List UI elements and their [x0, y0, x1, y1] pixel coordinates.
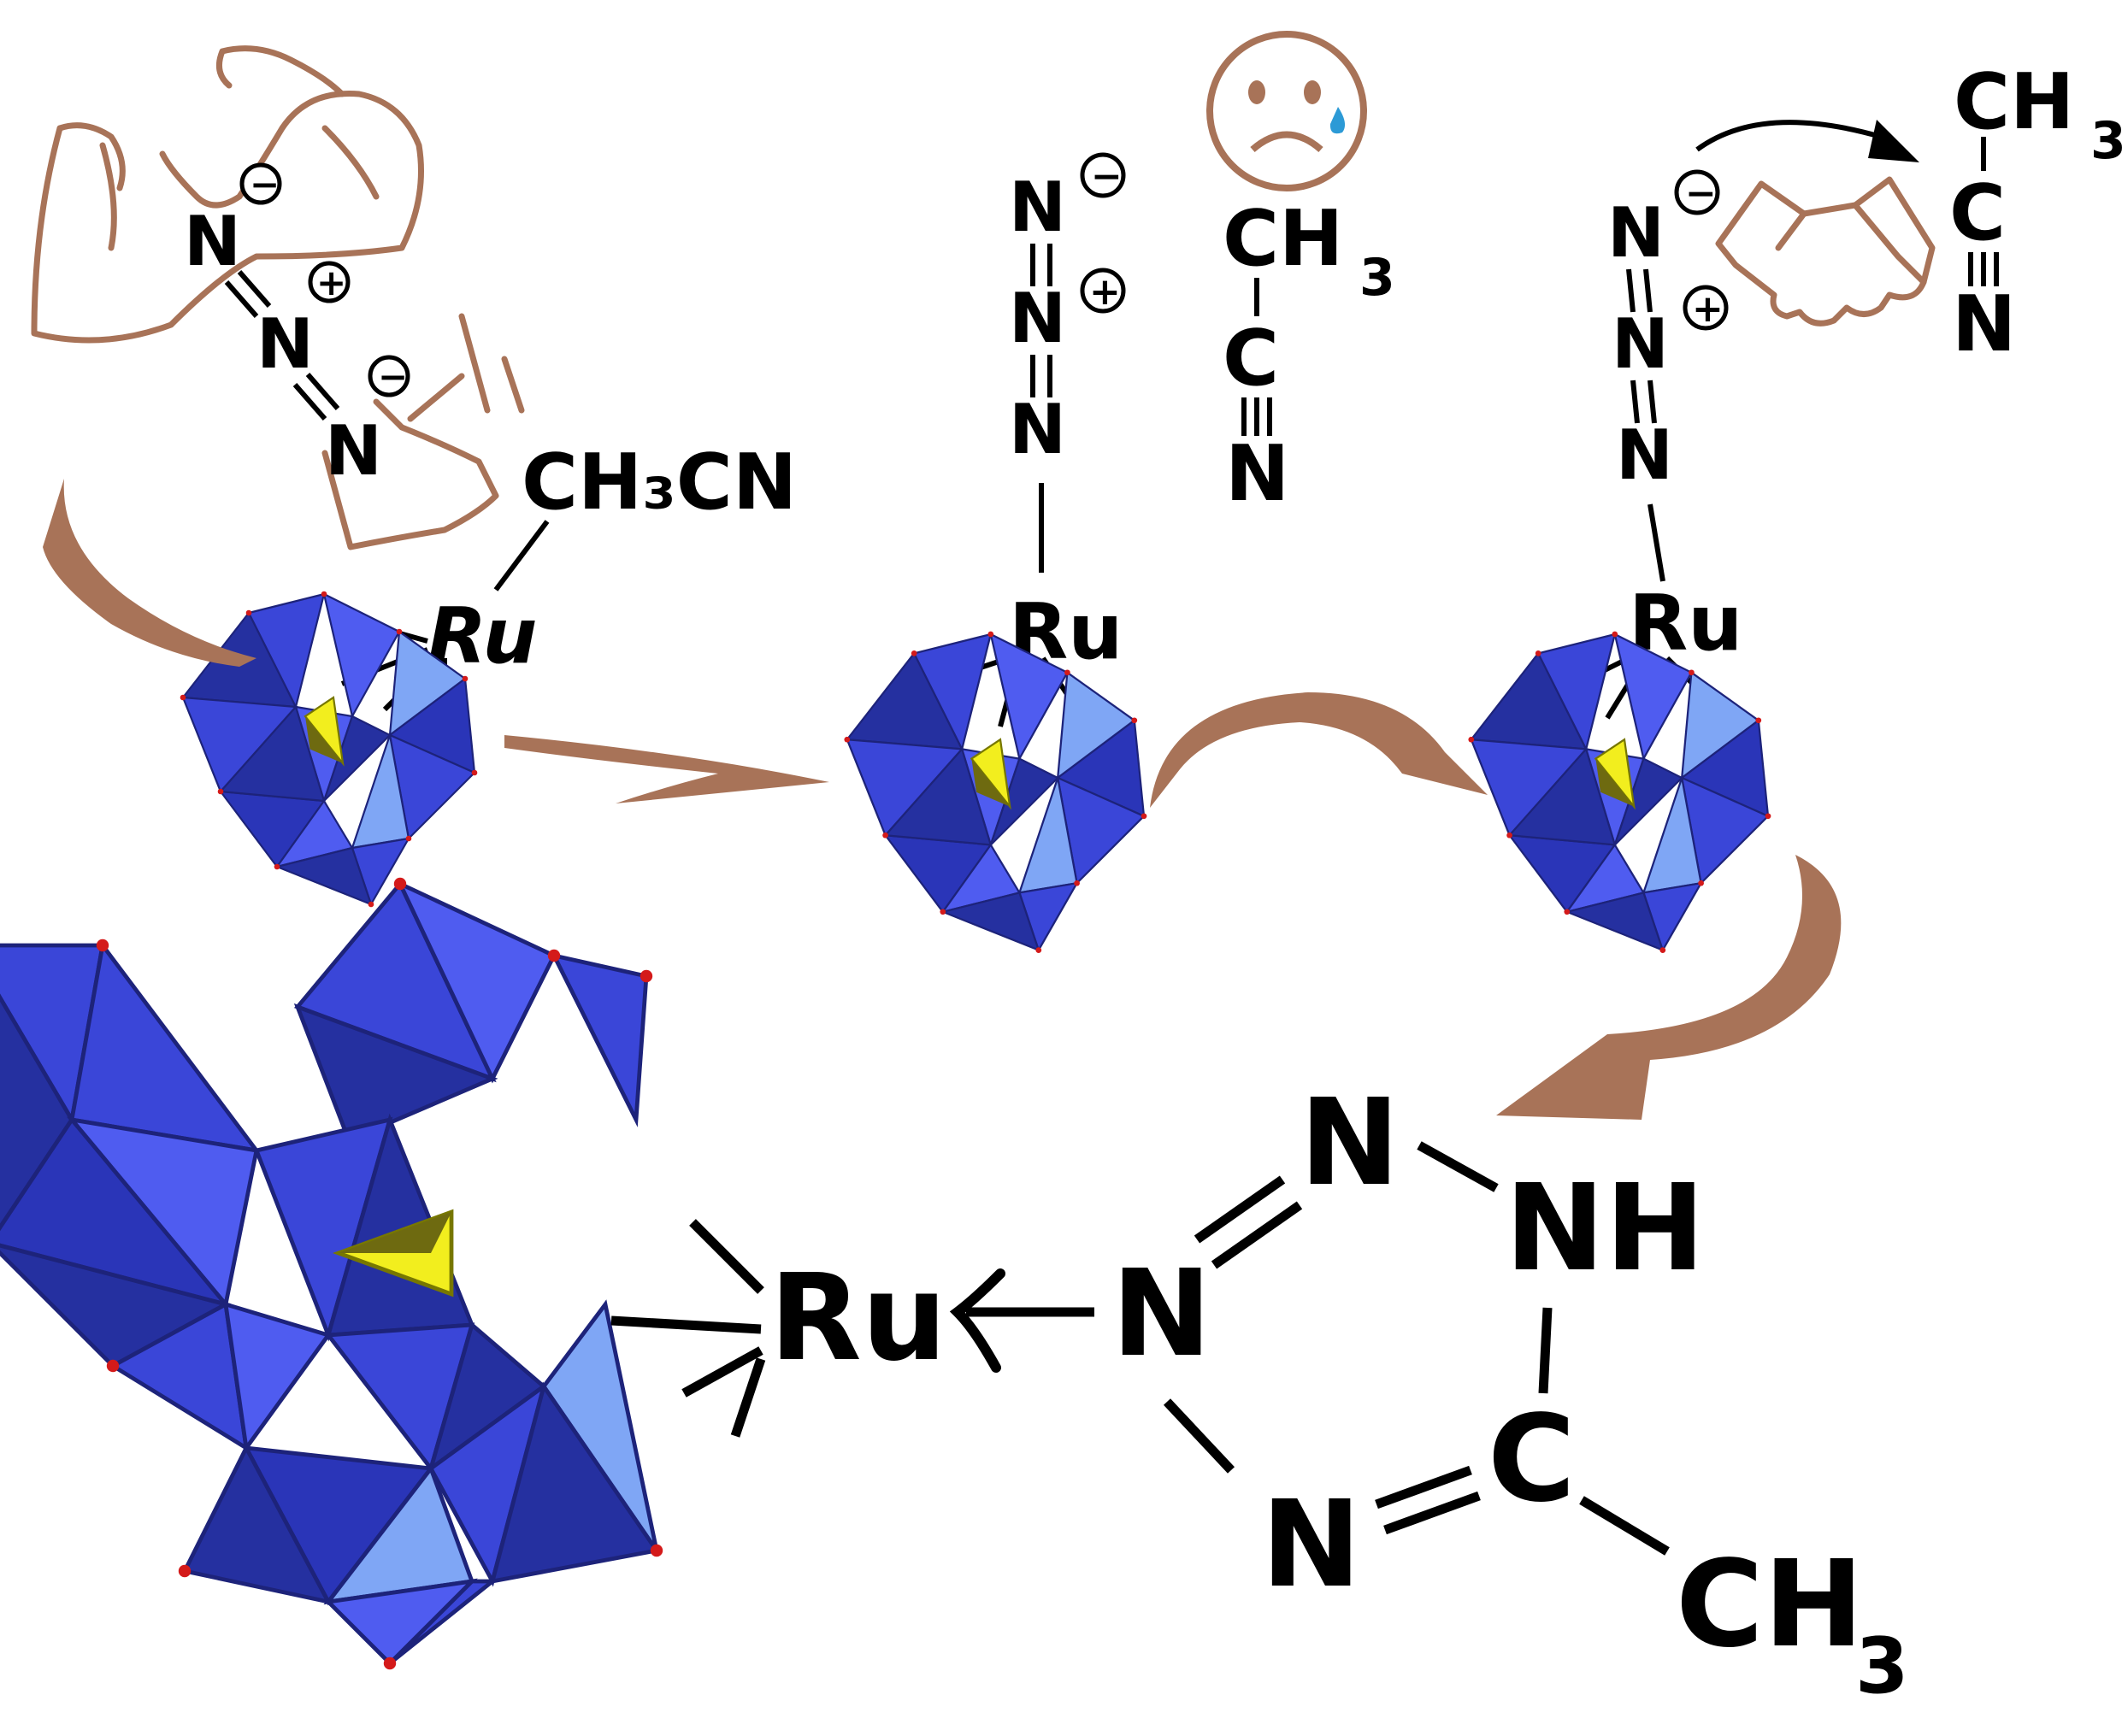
polyoxometalate-cluster-product [0, 877, 663, 1670]
polyoxometalate-cluster-2 [843, 630, 1148, 955]
svg-text:+: + [1089, 270, 1121, 314]
reaction-arrow-3 [1150, 692, 1488, 808]
coordination-arrowhead [949, 1268, 1005, 1373]
svg-text:−: − [1091, 155, 1123, 198]
methyl-c-2: CH [1954, 57, 2074, 147]
reaction-arrow-4 [1496, 855, 1842, 1120]
ligand-n2: N [256, 304, 314, 384]
ru-label-product: Ru [769, 1249, 946, 1388]
ring-c: C [1488, 1390, 1576, 1529]
flexed-arm-icon [31, 45, 424, 344]
handshake-icon [1715, 176, 1936, 327]
svg-text:−: − [250, 163, 280, 205]
ligand-n4: N [1009, 168, 1066, 247]
methyl-sub-1: 3 [1359, 248, 1395, 308]
ligand-n5: N [1009, 279, 1066, 358]
attack-arrow [1695, 120, 1882, 152]
methyl-c-1: CH [1223, 194, 1343, 284]
ligand-n9: N [1616, 415, 1673, 495]
ring-methyl-sub: 3 [1855, 1621, 1909, 1711]
charge-plus-3: + [1683, 285, 1729, 331]
charge-plus-1: + [308, 261, 351, 303]
methyl-sub-2: 3 [2090, 111, 2122, 171]
ring-n-top: N [1300, 1074, 1400, 1213]
sad-face-icon [1206, 31, 1367, 191]
ring-nh: NH [1505, 1159, 1705, 1298]
ring-n-bottom: N [1261, 1475, 1361, 1615]
reaction-arrow-2 [504, 735, 829, 803]
ligand-n1: N [184, 202, 241, 281]
ligand-n3: N [325, 411, 382, 491]
ligand-n7: N [1607, 193, 1665, 273]
charge-plus-2: + [1080, 268, 1126, 314]
ligand-n6: N [1009, 390, 1066, 469]
polyoxometalate-cluster-3 [1467, 630, 1772, 955]
reaction-arrow-1 [43, 479, 256, 667]
ru-bonds-product [610, 1219, 766, 1438]
nitrile-c-2: C [1949, 168, 2006, 258]
charge-minus-3: − [1080, 152, 1126, 198]
attack-arrowhead [1868, 120, 1919, 162]
charge-minus-1: − [239, 162, 282, 205]
ligand-n8: N [1612, 304, 1669, 384]
nitrile-n-1: N [1225, 429, 1289, 519]
svg-text:+: + [316, 262, 346, 303]
acetonitrile-label: CH₃CN [522, 438, 797, 527]
svg-text:+: + [1692, 287, 1724, 331]
nitrile-c-1: C [1223, 314, 1279, 403]
nitrile-n-2: N [1952, 280, 2016, 369]
svg-text:−: − [1685, 172, 1717, 215]
ring-n-left: N [1111, 1245, 1211, 1384]
charge-minus-4: − [1674, 169, 1720, 215]
ring-methyl: CH [1676, 1535, 1864, 1674]
triazine-ring: N N NH C N CH 3 [1111, 1074, 1909, 1711]
shoe-kick-icon [321, 313, 525, 550]
charge-minus-2: − [368, 355, 410, 397]
svg-text:−: − [378, 356, 408, 397]
